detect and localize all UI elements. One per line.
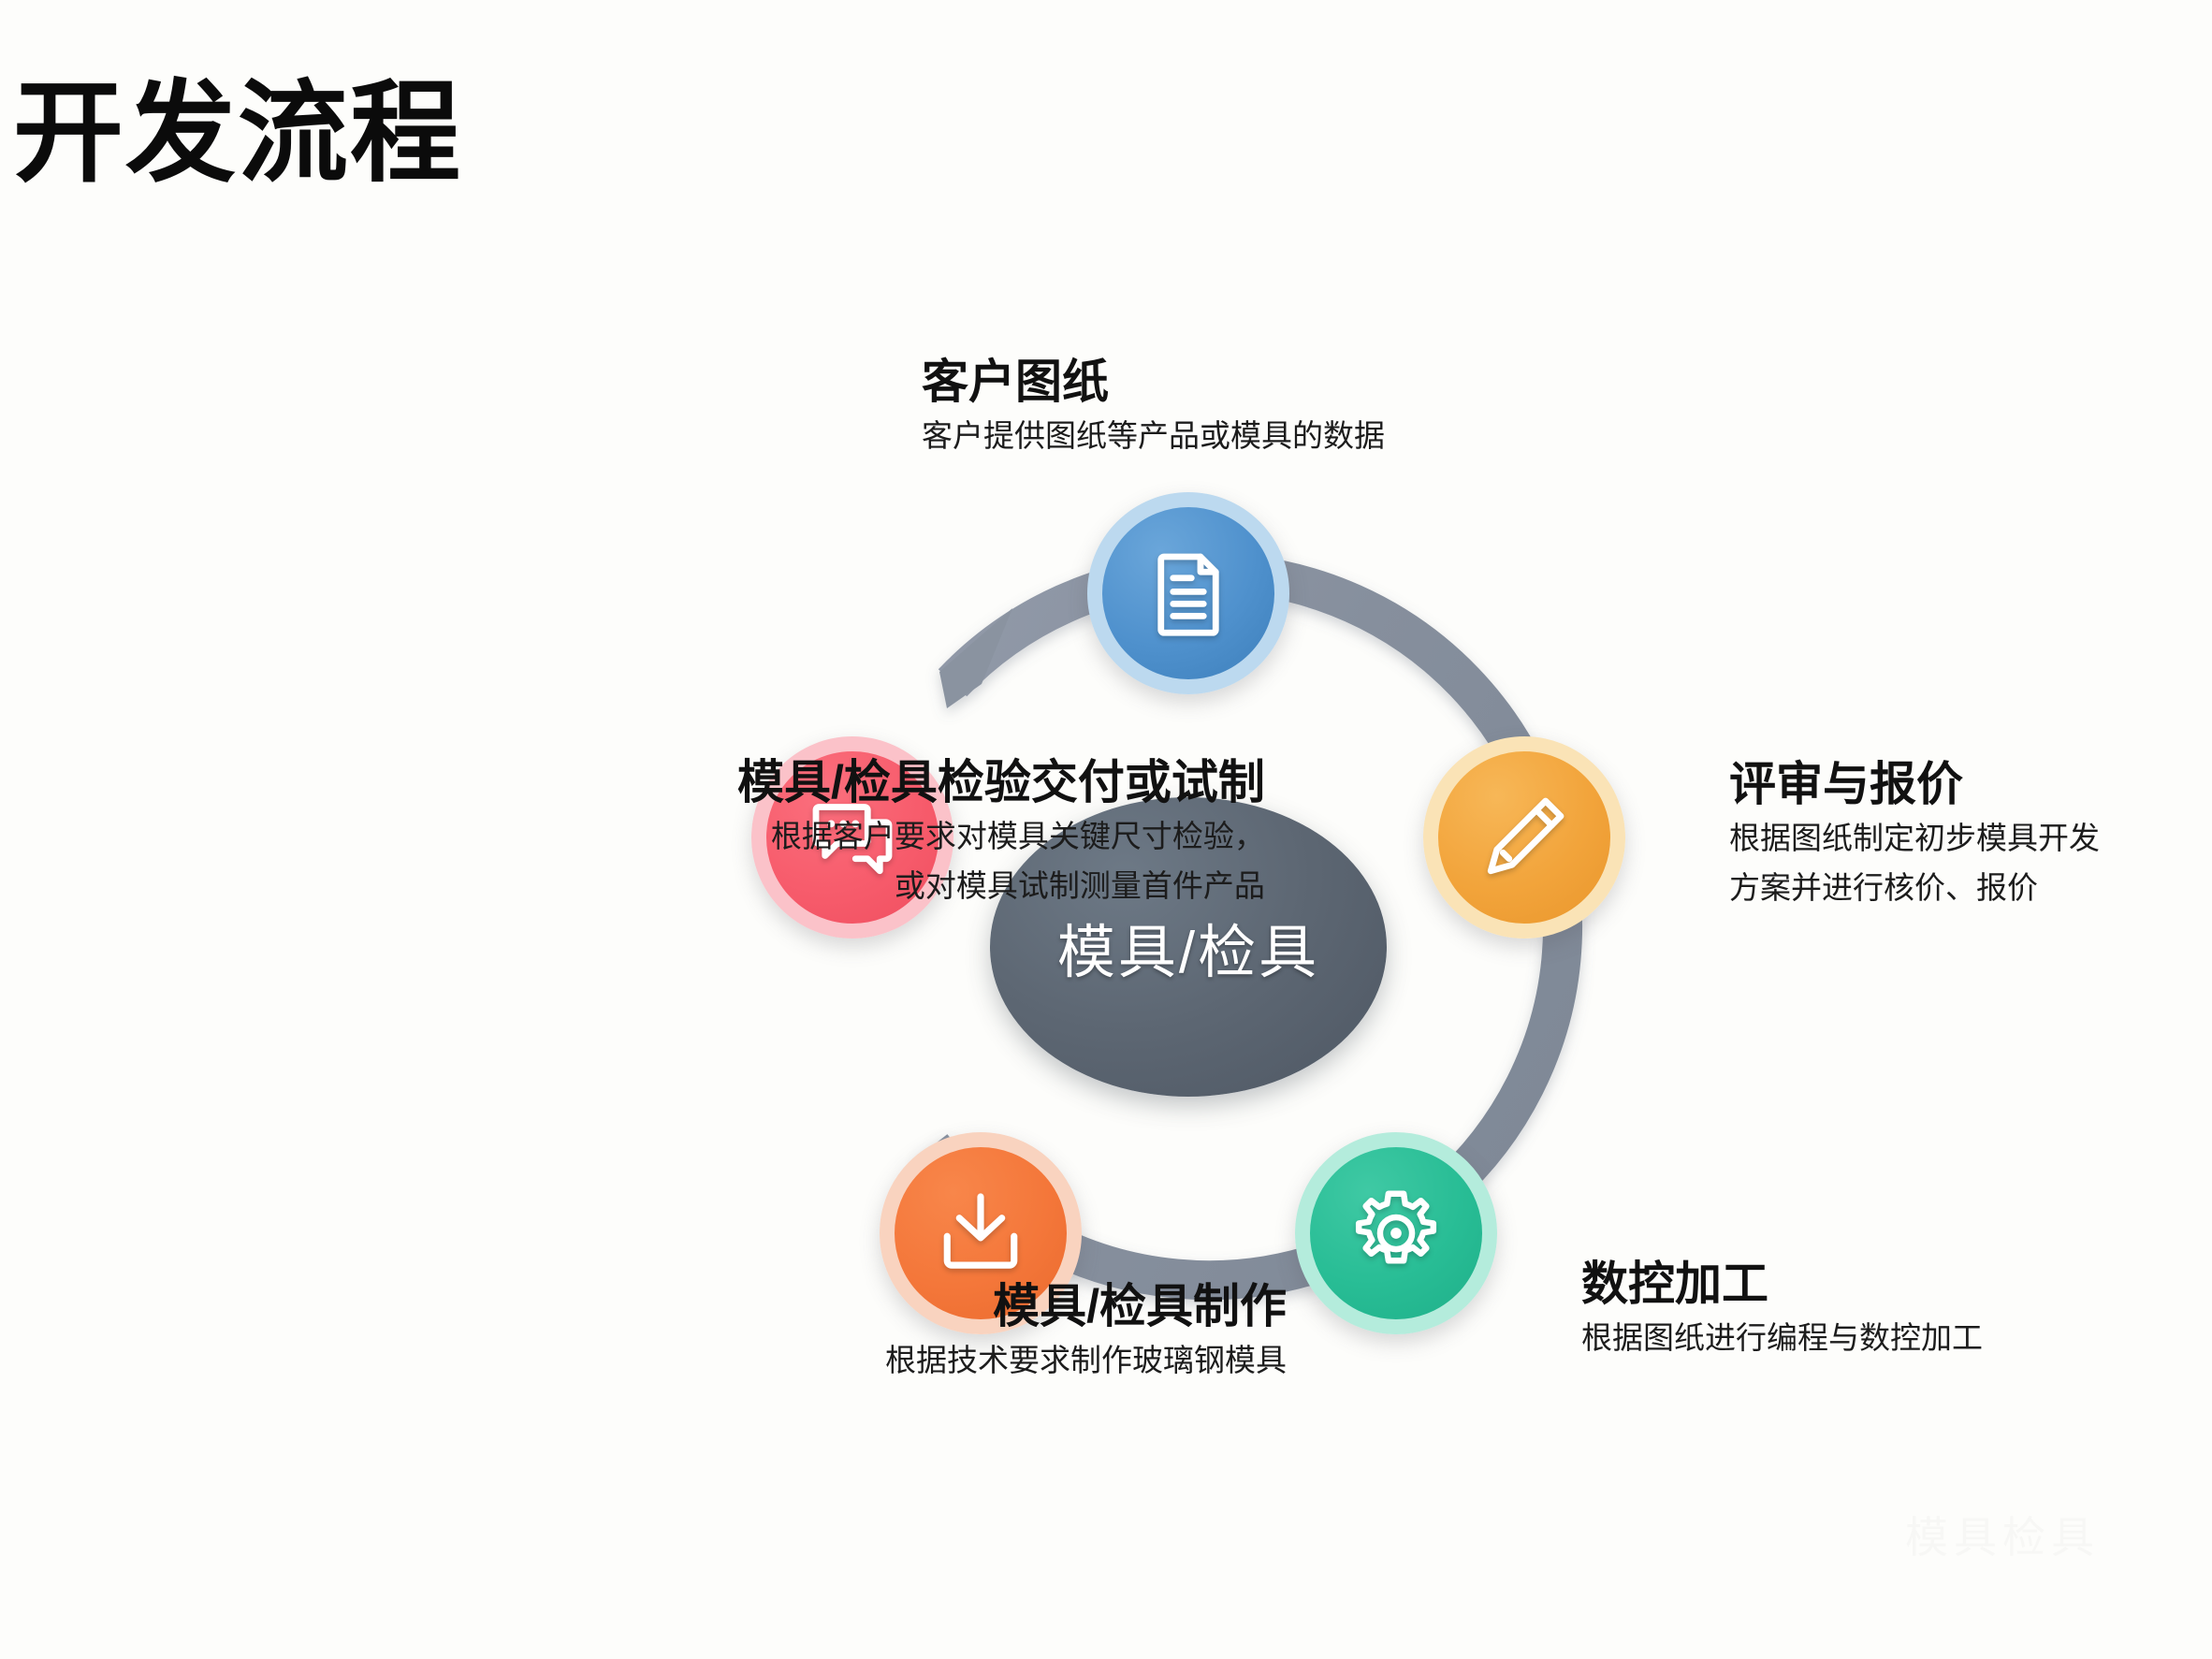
label-desc-line: 方案并进行核价、报价: [1729, 870, 2038, 906]
pencil-icon: [1476, 789, 1573, 886]
watermark: 模具检具: [1905, 1504, 2100, 1565]
label-cnc-machining: 数控加工 根据图纸进行编程与数控加工: [1581, 1256, 1983, 1362]
label-customer-drawing: 客户图纸 客户提供图纸等产品或模具的数据: [922, 354, 1385, 460]
label-title: 数控加工: [1581, 1258, 1768, 1310]
label-desc-line: 根据客户要求对模具关键尺寸检验，: [770, 819, 1265, 853]
label-desc-line: 根据图纸制定初步模具开发: [1729, 821, 2100, 855]
label-title: 模具/检具制作: [993, 1280, 1287, 1332]
node-cnc-machining[interactable]: [1295, 1131, 1498, 1334]
label-mould-fabrication: 模具/检具制作 根据技术要求制作玻璃钢模具: [885, 1278, 1287, 1385]
node-review-quote[interactable]: [1423, 736, 1626, 939]
center-hub: 模具/检具: [990, 797, 1387, 1097]
label-title: 评审与报价: [1729, 758, 1963, 810]
center-hub-label: 模具/检具: [1056, 921, 1320, 985]
ring-arrowhead: [939, 608, 1012, 708]
label-desc-line: 根据图纸进行编程与数控加工: [1581, 1320, 1983, 1355]
label-desc-line: 根据技术要求制作玻璃钢模具: [885, 1343, 1287, 1377]
node-customer-drawing[interactable]: [1087, 492, 1289, 694]
document-icon: [1140, 545, 1237, 642]
chat-bubbles-icon: [804, 789, 901, 886]
arrowhead-group: [923, 610, 1001, 715]
label-inspection-delivery: 模具/检具检验交付或试制 根据客户要求对模具关键尺寸检验， 或对模具试制测量首件…: [737, 754, 1265, 911]
label-title: 客户图纸: [922, 356, 1109, 408]
label-review-quote: 评审与报价 根据图纸制定初步模具开发 方案并进行核价、报价: [1729, 756, 2100, 913]
download-inbox-icon: [932, 1185, 1029, 1282]
gear-icon: [1347, 1185, 1445, 1282]
label-title: 模具/检具检验交付或试制: [737, 756, 1265, 808]
page-title: 开发流程: [13, 72, 463, 196]
label-desc-line: 或对模具试制测量首件产品: [894, 868, 1265, 904]
label-desc-line: 客户提供图纸等产品或模具的数据: [922, 418, 1385, 453]
